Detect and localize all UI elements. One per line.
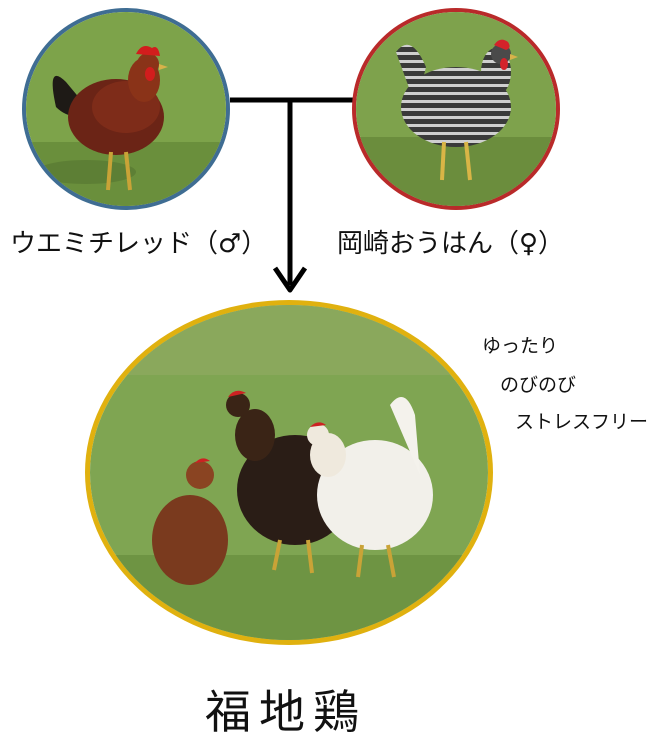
barred-hen-photo	[356, 12, 556, 206]
feature-tag-relaxed: ゆったり	[482, 335, 559, 357]
feature-tag-free-range: のびのび	[500, 374, 577, 396]
barred-hen-photo-circle	[352, 8, 560, 210]
male-parent-label: ウエミチレッド（♂）	[10, 229, 268, 259]
feature-tag-stress-free: ストレスフリー	[515, 411, 649, 433]
hens-group-photo	[90, 305, 488, 640]
down-arrow-head	[272, 266, 308, 293]
fukuchi-chicken-photo-ellipse	[85, 300, 493, 645]
rooster-photo	[26, 12, 226, 206]
female-parent-label: 岡崎おうはん（♀）	[337, 229, 565, 259]
breed-name-title: 福地鶏	[205, 685, 367, 739]
rooster-photo-circle	[22, 8, 230, 210]
